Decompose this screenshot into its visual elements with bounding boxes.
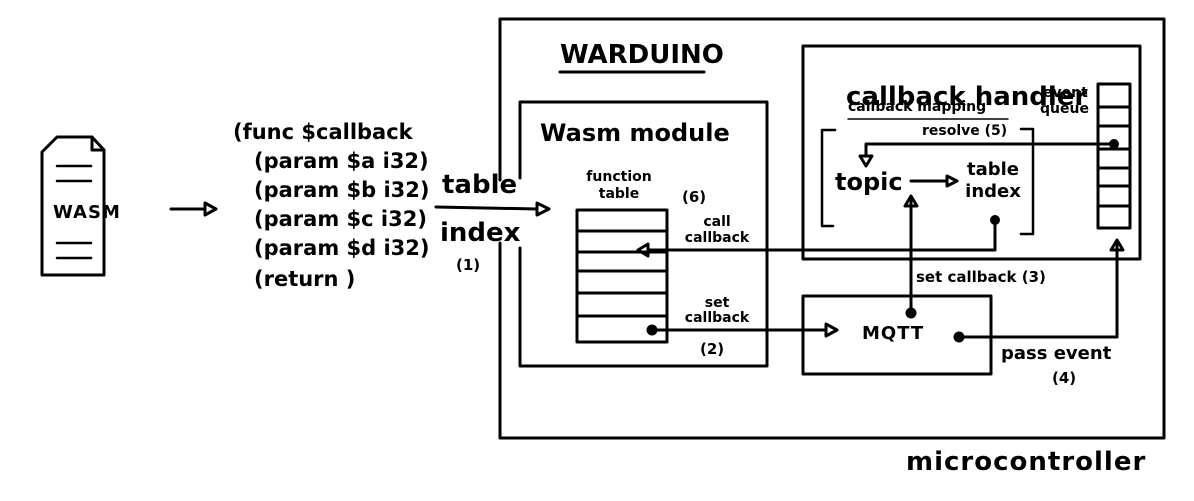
function-table-grid <box>575 208 669 344</box>
table-index-step: (1) <box>456 256 481 274</box>
callback-mapping-right-bracket <box>1019 127 1035 236</box>
function-table-label-line1: function <box>586 169 652 185</box>
mqtt-label: MQTT <box>862 323 925 344</box>
arrowhead <box>636 242 650 258</box>
event-queue-grid <box>1096 82 1132 230</box>
arrowhead <box>945 174 959 188</box>
set-callback-label-3: set callback (3) <box>916 268 1046 286</box>
function-table-label-line2: table <box>598 186 640 202</box>
call-callback-step: (6) <box>682 188 707 206</box>
arrowhead <box>535 201 551 217</box>
set-callback-label-line1: set <box>704 295 730 311</box>
arrowhead <box>858 154 874 168</box>
microcontroller-box <box>498 17 1166 440</box>
code-line: (return ) <box>254 267 356 291</box>
call-callback-arrow <box>646 218 997 252</box>
code-line: (param $c i32) <box>254 207 427 231</box>
callback-mapping-left-bracket <box>820 128 837 228</box>
resolve-label: resolve (5) <box>922 123 1008 139</box>
table-index-arrow <box>434 205 539 211</box>
table-index-label-line2: index <box>440 218 521 248</box>
arrowhead <box>903 194 919 208</box>
callback-mapping-label: callback mapping <box>848 99 987 115</box>
mapping-table-index-line2: index <box>965 181 1021 202</box>
call-callback-label-line1: call <box>703 214 731 230</box>
set-callback-step-2: (2) <box>700 340 725 358</box>
call-callback-label-line2: callback <box>684 230 750 246</box>
mapping-table-index-line1: table <box>966 159 1019 180</box>
table-index-label-line1: table <box>442 170 518 200</box>
set-callback-label-line2: callback <box>684 310 750 326</box>
resolve-arrow <box>864 142 1116 158</box>
file-fold-corner <box>90 135 106 152</box>
arrowhead <box>203 201 218 217</box>
set-callback-origin-dot <box>905 307 917 319</box>
pass-event-step: (4) <box>1052 369 1077 387</box>
code-line: (param $d i32) <box>254 236 430 260</box>
code-line: (param $a i32) <box>254 149 429 173</box>
arrowhead <box>824 322 839 338</box>
pass-event-label: pass event <box>1001 343 1112 364</box>
callback-handler-title: callback handler <box>846 82 1088 112</box>
wasm-module-title: Wasm module <box>540 119 730 147</box>
mapping-topic: topic <box>835 168 903 196</box>
pass-event-arrow <box>957 242 1119 339</box>
code-line: (func $callback <box>233 120 413 144</box>
microcontroller-label: microcontroller <box>906 447 1147 477</box>
call-callback-origin-dot <box>990 215 1000 225</box>
code-line: (param $b i32) <box>254 178 430 202</box>
wasm-file-label: WASM <box>53 202 121 223</box>
arrowhead <box>1109 238 1125 252</box>
callback-handler-box <box>801 44 1142 261</box>
pass-event-origin-dot <box>953 331 965 343</box>
resolve-origin-dot <box>1109 139 1119 149</box>
warduino-title: WARDUINO <box>560 40 724 70</box>
function-table-entry-dot <box>646 324 658 336</box>
wasm-module-box <box>518 100 769 368</box>
event-queue-label-line2: queue <box>1040 101 1089 117</box>
event-queue-label-line1: event <box>1043 85 1088 101</box>
mqtt-box <box>801 294 993 376</box>
